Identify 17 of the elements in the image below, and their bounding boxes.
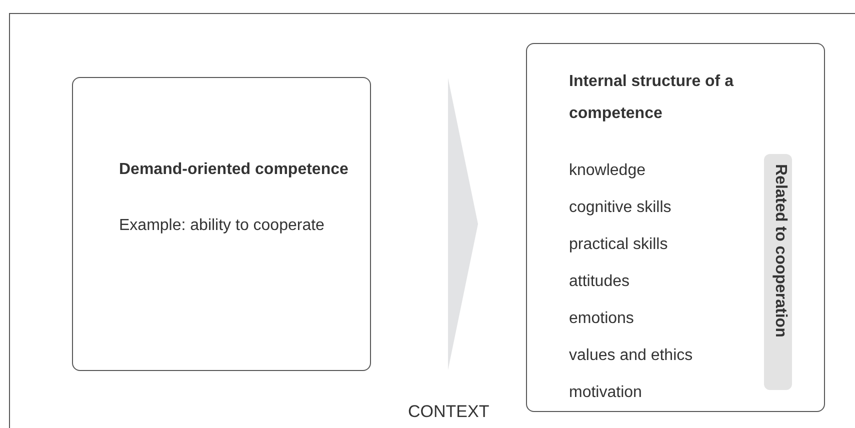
- rounded-box: [526, 43, 825, 412]
- list-item: motivation: [569, 383, 643, 403]
- context-frame: [9, 13, 855, 428]
- list-item: cognitive skills: [569, 198, 672, 218]
- list-item: emotions: [569, 309, 635, 329]
- context-label: CONTEXT: [408, 401, 490, 423]
- label-pill: [764, 154, 792, 390]
- list-item: practical skills: [569, 235, 669, 255]
- rounded-box: [72, 77, 371, 371]
- vertical-label: Related to cooperation: [771, 164, 790, 338]
- box-heading: Internal structure of a competence: [569, 72, 735, 124]
- list-item: attitudes: [569, 272, 630, 292]
- list-item: knowledge: [569, 161, 646, 181]
- box-text: Example: ability to cooperate: [119, 216, 326, 236]
- chevron-arrow: [448, 78, 478, 370]
- list-item: values and ethics: [569, 346, 694, 366]
- box-heading: Demand-oriented competence: [119, 160, 349, 180]
